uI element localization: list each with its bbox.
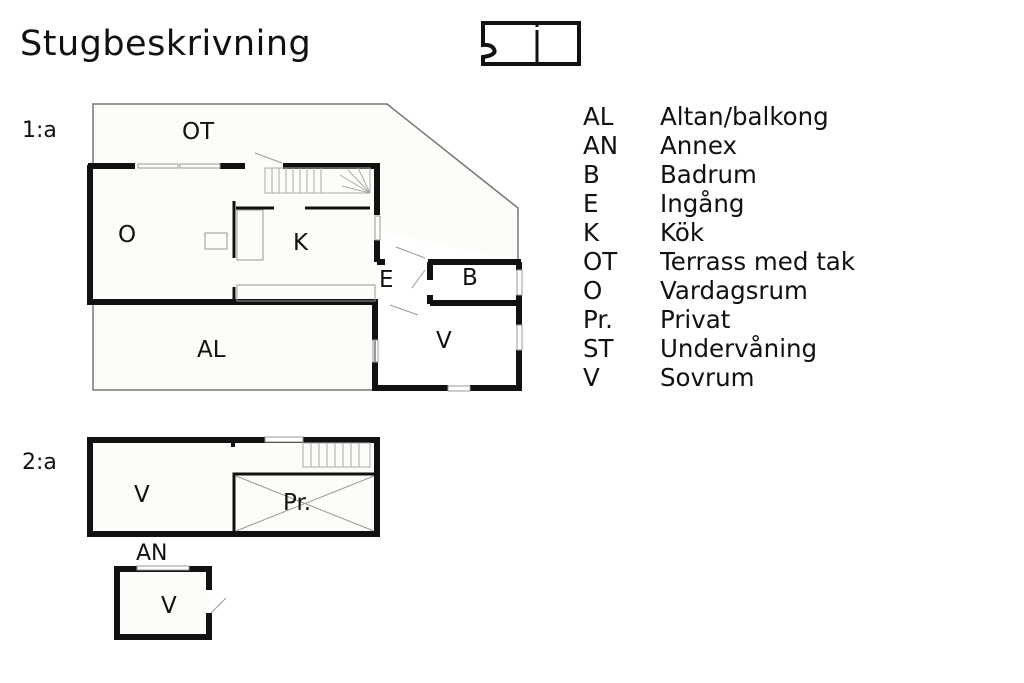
annex-plan: V AN <box>114 541 227 640</box>
legend-item: B Badrum <box>583 160 855 189</box>
cabin-info-icon <box>481 21 581 66</box>
legend-code: E <box>583 189 599 218</box>
legend-name: Vardagsrum <box>660 276 808 305</box>
room-label-OT: OT <box>182 119 215 145</box>
floor-label-first: 1:a <box>22 118 57 143</box>
page-title: Stugbeskrivning <box>20 24 312 64</box>
first-floor-plan: OT O K E B AL V <box>87 103 523 392</box>
legend-code: B <box>583 160 600 189</box>
second-floor-plan: V Pr. <box>87 436 380 537</box>
legend-name: Annex <box>660 131 737 160</box>
floor-label-second: 2:a <box>22 450 57 475</box>
legend-name: Undervåning <box>660 334 818 363</box>
room-label-V: V <box>436 328 452 354</box>
legend-code: AN <box>583 131 619 160</box>
room-label-AL: AL <box>197 337 226 363</box>
annex-label: AN <box>136 541 168 566</box>
legend-code: OT <box>583 247 618 276</box>
legend-name: Sovrum <box>660 363 755 392</box>
legend-name: Privat <box>660 305 731 334</box>
staircase <box>264 167 371 194</box>
legend-code: O <box>583 276 603 305</box>
legend-item: OT Terrass med tak <box>583 247 855 276</box>
room-label-V: V <box>134 482 150 508</box>
legend-code: K <box>583 218 600 247</box>
legend-code: ST <box>583 334 614 363</box>
legend-code: V <box>583 363 600 392</box>
legend-item: O Vardagsrum <box>583 276 855 305</box>
legend-name: Terrass med tak <box>660 247 856 276</box>
legend-item: Pr. Privat <box>583 305 855 334</box>
legend-name: Altan/balkong <box>660 102 829 131</box>
legend-item: AL Altan/balkong <box>583 102 855 131</box>
room-label-V: V <box>161 593 177 619</box>
room-label-O: O <box>118 222 136 248</box>
legend-name: Ingång <box>660 189 745 218</box>
legend-name: Badrum <box>660 160 757 189</box>
legend-item: K Kök <box>583 218 855 247</box>
legend-code: Pr. <box>583 305 613 334</box>
legend-item: E Ingång <box>583 189 855 218</box>
legend-item: AN Annex <box>583 131 855 160</box>
legend-item: V Sovrum <box>583 363 855 392</box>
room-label-B: B <box>462 265 478 291</box>
legend-code: AL <box>583 102 614 131</box>
balcony-outline <box>92 302 376 391</box>
legend-item: ST Undervåning <box>583 334 855 363</box>
legend-name: Kök <box>660 218 705 247</box>
room-label-K: K <box>293 230 309 256</box>
room-label-E: E <box>379 267 394 293</box>
room-label-Pr: Pr. <box>283 490 311 516</box>
